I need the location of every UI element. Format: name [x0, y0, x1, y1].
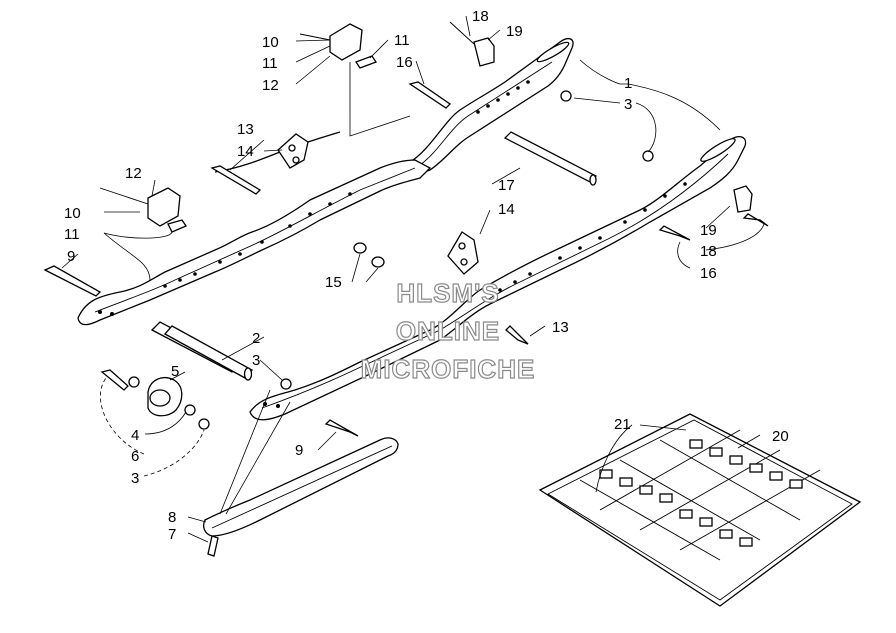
cross-shaft-17 [503, 131, 598, 186]
leader-lines [61, 15, 765, 543]
nuts-3 [198, 90, 654, 430]
callout-21: 21 [614, 416, 631, 433]
callout-15: 15 [325, 274, 342, 291]
callout-17: 17 [498, 177, 515, 194]
stop-block-upper [299, 23, 377, 69]
callout-3-mid: 3 [252, 352, 260, 369]
watermark: HLSM'S ONLINE MICROFICHE [360, 277, 536, 384]
callout-19-right: 19 [700, 222, 717, 239]
callout-13-upper: 13 [237, 121, 254, 138]
callout-3-right: 3 [624, 96, 632, 113]
callout-12-upper: 12 [262, 77, 279, 94]
bracket-19-upper [449, 21, 495, 67]
bracket-19-right [733, 185, 753, 213]
callout-3-lower: 3 [131, 470, 139, 487]
callout-11-right: 11 [394, 32, 410, 49]
stop-block-left [99, 187, 187, 233]
callout-2: 2 [252, 330, 260, 347]
callout-7: 7 [168, 526, 176, 543]
bracket-14-lower [447, 231, 479, 275]
callouts: 10 11 12 11 16 18 19 1 3 13 14 12 10 11 … [64, 8, 789, 543]
idler-wheel-5 [128, 376, 196, 417]
callout-16-lower: 16 [700, 265, 717, 282]
watermark-line-3: MICROFICHE [361, 354, 536, 384]
right-slide-rail [409, 37, 574, 176]
cross-shaft-2 [150, 321, 254, 381]
callout-10-left: 10 [64, 205, 81, 222]
callout-1: 1 [624, 75, 632, 92]
watermark-line-1: HLSM'S [396, 278, 499, 308]
left-slide-rail [77, 131, 432, 326]
callout-10-upper: 10 [262, 34, 279, 51]
callout-19-upper: 19 [506, 23, 523, 40]
watermark-line-2: ONLINE [396, 316, 500, 346]
bracket-14-upper [277, 133, 309, 169]
callout-6: 6 [131, 448, 139, 465]
callout-8: 8 [168, 509, 176, 526]
callout-20: 20 [772, 428, 789, 445]
callout-14-lower: 14 [498, 201, 515, 218]
callout-18-upper: 18 [472, 8, 489, 25]
callout-9-lower: 9 [295, 442, 303, 459]
callout-16-upper: 16 [396, 54, 413, 71]
front-slide-rail [249, 135, 747, 421]
callout-9-left: 9 [67, 248, 75, 265]
callout-13-lower: 13 [552, 319, 569, 336]
callout-14-upper: 14 [237, 143, 254, 160]
track-20 [538, 413, 862, 607]
wear-strip-8 [203, 437, 399, 537]
bushings-15 [353, 242, 385, 268]
callout-12-left: 12 [125, 165, 142, 182]
callout-11-left: 11 [64, 226, 80, 243]
callout-11-upper: 11 [262, 55, 278, 72]
callout-4: 4 [131, 427, 139, 444]
callout-5: 5 [171, 363, 179, 380]
bolts [43, 81, 769, 557]
callout-18-right: 18 [700, 243, 717, 260]
